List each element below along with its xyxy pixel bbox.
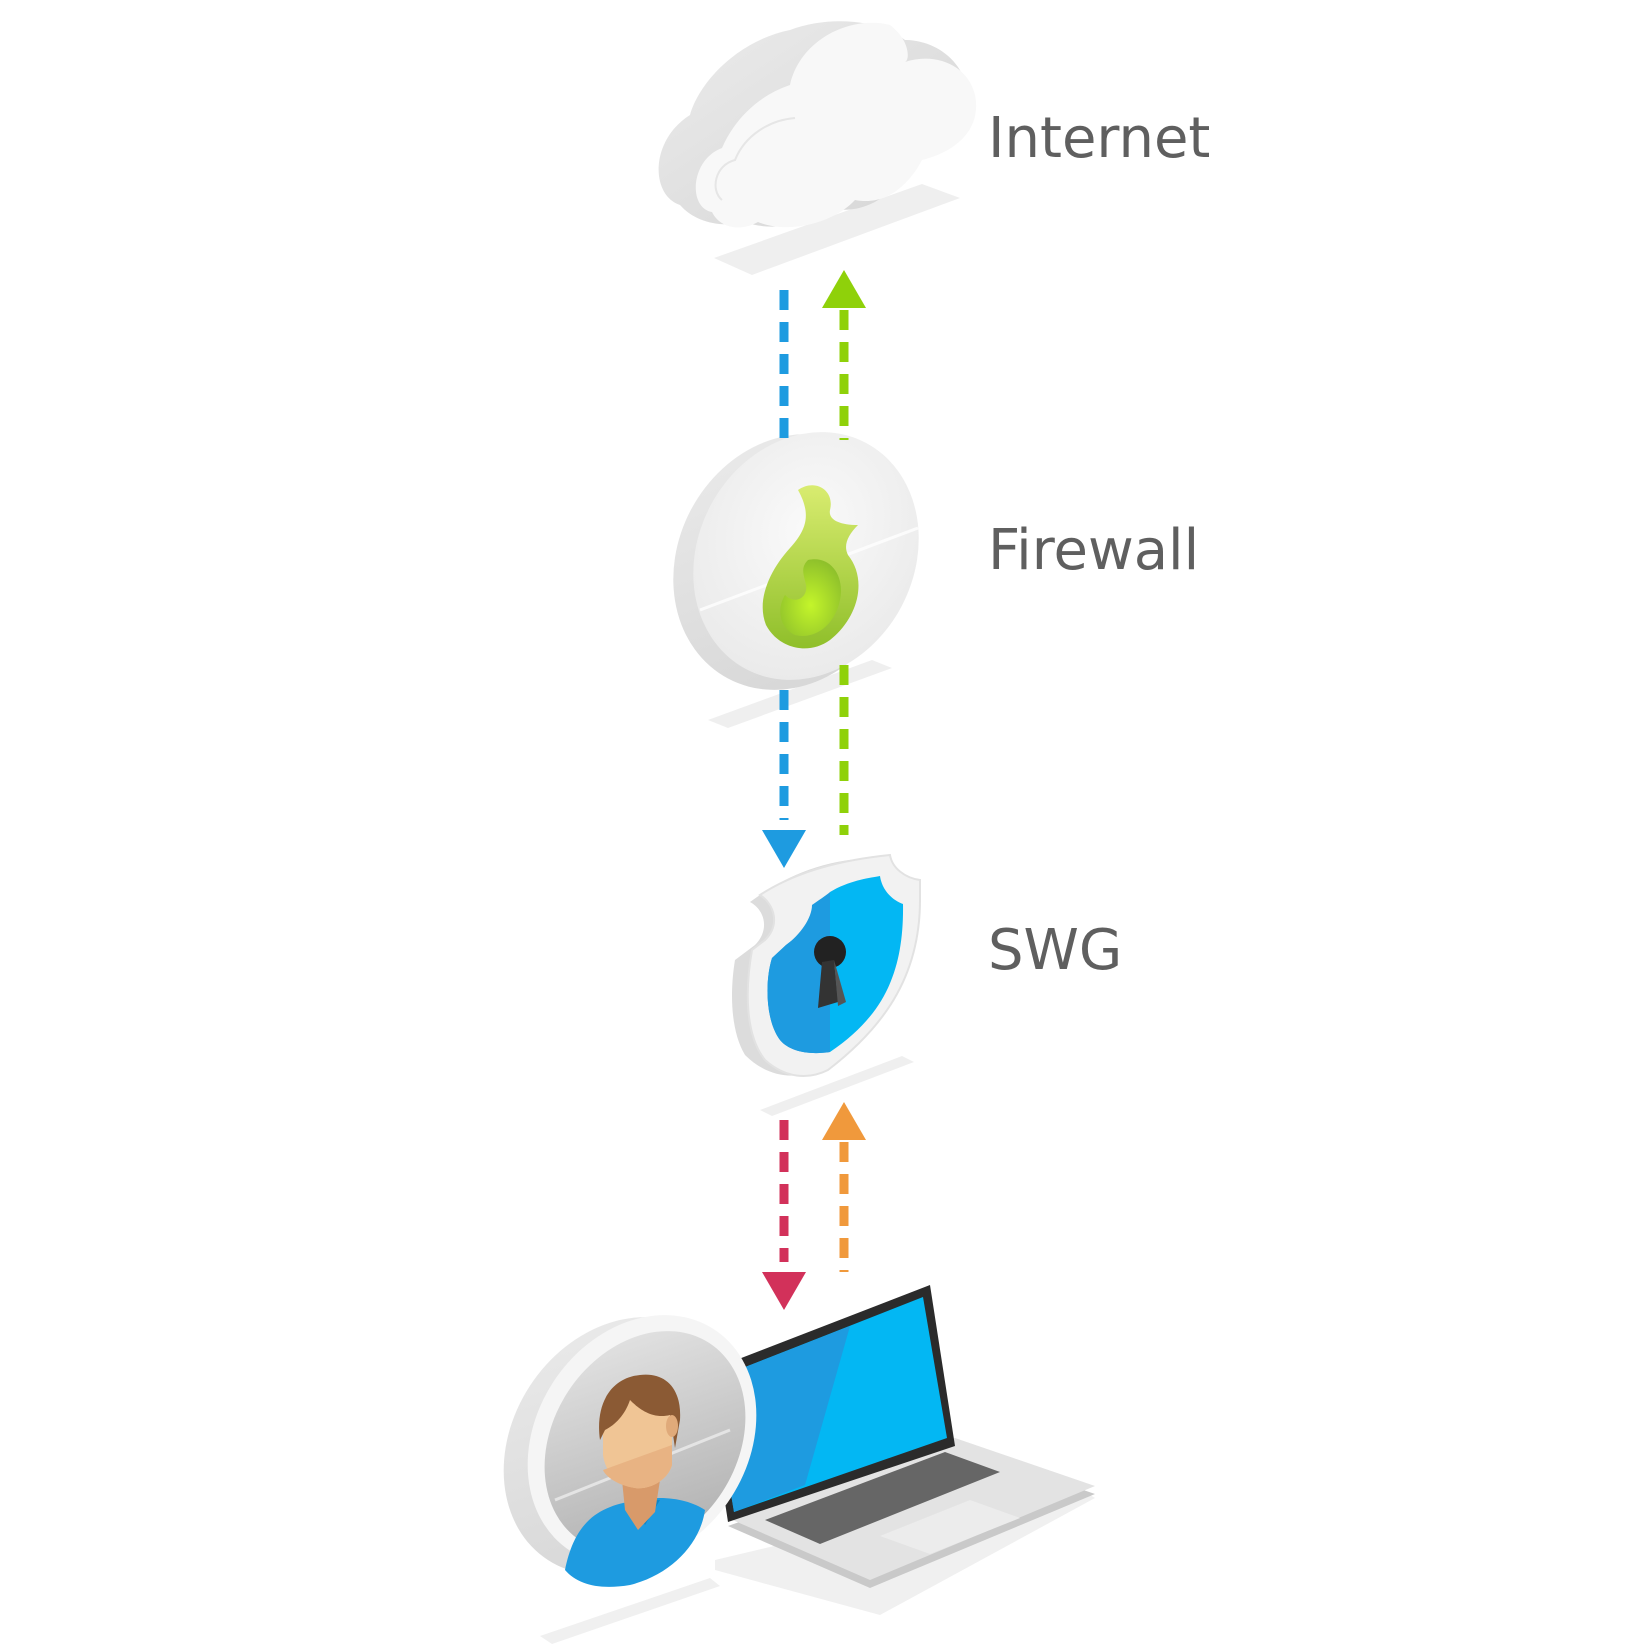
- arrowhead-up-green: [822, 270, 866, 308]
- internet-node: [658, 21, 977, 275]
- user-laptop-node: [503, 1285, 1095, 1644]
- arrowhead-down-blue: [762, 830, 806, 868]
- internet-platform: [714, 184, 960, 275]
- flame-icon: [762, 485, 859, 649]
- firewall-label: Firewall: [988, 518, 1200, 583]
- user-platform: [540, 1578, 720, 1644]
- shield-keyhole-icon: [732, 853, 921, 1077]
- swg-platform: [760, 1056, 914, 1116]
- flow-swg-to-internet: [822, 270, 866, 835]
- arrowhead-down-red: [762, 1272, 806, 1310]
- flow-internet-to-swg: [762, 290, 806, 868]
- cloud-icon: [658, 21, 977, 228]
- firewall-node: [673, 432, 919, 728]
- flow-user-to-swg: [822, 1102, 866, 1272]
- internet-label: Internet: [988, 106, 1211, 171]
- laptop-icon: [705, 1285, 1095, 1588]
- user-avatar: [503, 1315, 757, 1587]
- swg-node: [732, 853, 921, 1116]
- flow-swg-to-user: [762, 1120, 806, 1310]
- arrowhead-up-orange: [822, 1102, 866, 1140]
- swg-label: SWG: [988, 918, 1123, 983]
